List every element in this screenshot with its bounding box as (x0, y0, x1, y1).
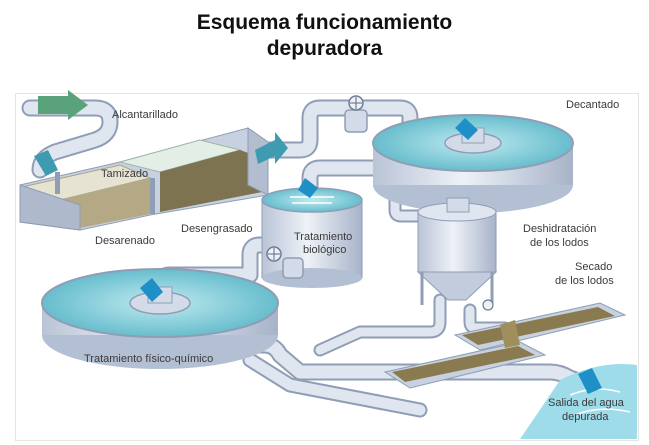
page-title-line-2: depuradora (266, 37, 383, 60)
label-salida-1: Salida del agua (548, 397, 625, 409)
label-decantado: Decantado (566, 99, 619, 111)
pretreatment-channel (19, 127, 288, 231)
label-tratamiento-fisico-quimico: Tratamiento físico-químico (84, 353, 213, 365)
decantado-tank (372, 114, 574, 213)
inlet-outflow-arrow-icon (34, 150, 58, 176)
outlet-water (520, 364, 637, 439)
valve-top (344, 95, 368, 133)
dehydration-silo (416, 197, 498, 311)
pretreatment-outflow-arrow-icon (255, 132, 288, 164)
drying-beds (383, 302, 627, 389)
sludge-outflow-arrow-icon (500, 320, 520, 348)
label-desarenado: Desarenado (95, 235, 155, 247)
page-title-line-1: Esquema funcionamiento (196, 11, 453, 34)
outlet-arrow-icon (578, 368, 602, 394)
biological-tank (261, 178, 363, 288)
valve-middle (266, 246, 304, 279)
label-tamizado: Tamizado (101, 168, 148, 180)
label-desengrasado: Desengrasado (181, 223, 253, 235)
label-tratamiento-biologico-1: Tratamiento (294, 231, 352, 243)
label-salida-2: depurada (562, 411, 609, 423)
inlet-pipe (21, 90, 119, 179)
label-secado-1: Secado (575, 261, 612, 273)
label-deshidratacion-2: de los lodos (530, 237, 589, 249)
label-alcantarillado: Alcantarillado (112, 109, 178, 121)
decantado-inflow-arrow-icon (455, 118, 478, 140)
label-secado-2: de los lodos (555, 275, 614, 287)
physicochemical-tank (41, 268, 279, 369)
inflow-arrow-icon (38, 90, 88, 120)
label-tratamiento-biologico-2: biológico (303, 244, 346, 256)
label-deshidratacion-1: Deshidratación (523, 223, 596, 235)
biological-inflow-arrow-icon (298, 178, 318, 198)
physicochemical-inflow-arrow-icon (140, 278, 163, 302)
